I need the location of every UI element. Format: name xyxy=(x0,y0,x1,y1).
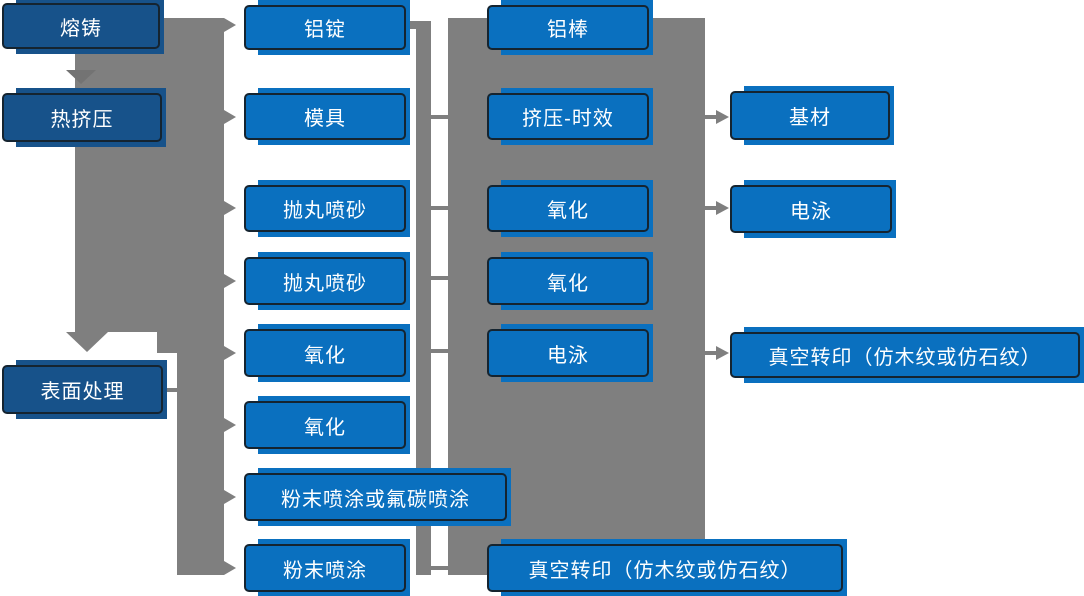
node-base-material: 基材 xyxy=(730,86,894,145)
arrowhead-down-icon xyxy=(66,332,108,352)
node-label: 抛丸喷砂 xyxy=(244,185,406,232)
node-powder-or-fluorocarbon-coating: 粉末喷涂或氟碳喷涂 xyxy=(244,468,511,526)
arrowhead-right-icon xyxy=(224,110,236,124)
arrowhead-right-icon xyxy=(224,346,236,360)
node-oxidation-col2-1: 氧化 xyxy=(244,324,410,382)
arrowhead-right-icon xyxy=(224,561,236,575)
connector-stub xyxy=(431,276,448,280)
node-electrophoresis-col4: 电泳 xyxy=(730,180,896,238)
node-surface-treatment: 表面处理 xyxy=(2,360,167,419)
node-label: 基材 xyxy=(730,91,890,140)
node-label: 电泳 xyxy=(730,185,892,233)
arrowhead-right-icon xyxy=(716,201,729,215)
node-label: 表面处理 xyxy=(2,365,163,414)
arrowhead-right-icon xyxy=(224,418,236,432)
node-label: 氧化 xyxy=(244,329,406,377)
connector-line xyxy=(650,115,716,119)
node-label: 铝棒 xyxy=(487,5,649,50)
node-label: 热挤压 xyxy=(2,93,162,142)
connector-stub xyxy=(431,566,448,570)
node-label: 真空转印（仿木纹或仿石纹） xyxy=(730,332,1080,378)
node-oxidation-col3-1: 氧化 xyxy=(487,180,653,237)
node-label: 挤压-时效 xyxy=(487,93,649,140)
node-aluminum-ingot: 铝锭 xyxy=(244,0,410,55)
node-electrophoresis-col3: 电泳 xyxy=(487,324,653,382)
arrowhead-right-icon xyxy=(224,201,236,215)
connector-line xyxy=(650,206,716,210)
connector-stub xyxy=(431,115,448,119)
arrowhead-right-icon xyxy=(224,274,236,288)
connector-stub xyxy=(431,206,448,210)
node-melting-casting: 熔铸 xyxy=(2,0,164,54)
arrowhead-right-icon xyxy=(716,346,729,360)
node-label: 铝锭 xyxy=(244,5,406,50)
node-vacuum-transfer-bottom: 真空转印（仿木纹或仿石纹） xyxy=(487,539,847,596)
connector-mid-bar-top-stub xyxy=(407,21,417,29)
arrowhead-right-icon xyxy=(224,18,236,32)
connector-left-band-filler xyxy=(157,332,224,353)
node-oxidation-col2-2: 氧化 xyxy=(244,396,410,454)
node-oxidation-col3-2: 氧化 xyxy=(487,252,653,310)
node-label: 模具 xyxy=(244,93,406,140)
connector-left-band xyxy=(75,18,224,332)
connector-left-narrow-band xyxy=(177,353,224,575)
node-vacuum-transfer-right: 真空转印（仿木纹或仿石纹） xyxy=(730,327,1084,383)
node-powder-coating: 粉末喷涂 xyxy=(244,539,410,596)
node-hot-extrusion: 热挤压 xyxy=(2,88,166,147)
arrowhead-right-icon xyxy=(716,110,729,124)
node-aluminum-rod: 铝棒 xyxy=(487,0,653,55)
node-label: 抛丸喷砂 xyxy=(244,257,406,305)
connector-surface-link xyxy=(163,388,177,392)
node-label: 氧化 xyxy=(487,257,649,305)
arrowhead-down-icon xyxy=(66,70,96,84)
node-label: 粉末喷涂 xyxy=(244,544,406,592)
node-label: 熔铸 xyxy=(2,3,160,49)
connector-stub xyxy=(431,349,448,353)
node-shot-blasting-2: 抛丸喷砂 xyxy=(244,252,410,310)
node-shot-blasting-1: 抛丸喷砂 xyxy=(244,180,410,237)
node-label: 氧化 xyxy=(487,185,649,232)
node-label: 电泳 xyxy=(487,329,649,377)
node-label: 真空转印（仿木纹或仿石纹） xyxy=(487,544,843,592)
arrowhead-right-icon xyxy=(224,490,236,504)
connector-line xyxy=(650,351,716,355)
node-mold: 模具 xyxy=(244,88,410,145)
connector-mid-bar xyxy=(416,21,431,575)
node-label: 氧化 xyxy=(244,401,406,449)
node-label: 粉末喷涂或氟碳喷涂 xyxy=(244,473,507,521)
node-extrusion-aging: 挤压-时效 xyxy=(487,88,653,145)
